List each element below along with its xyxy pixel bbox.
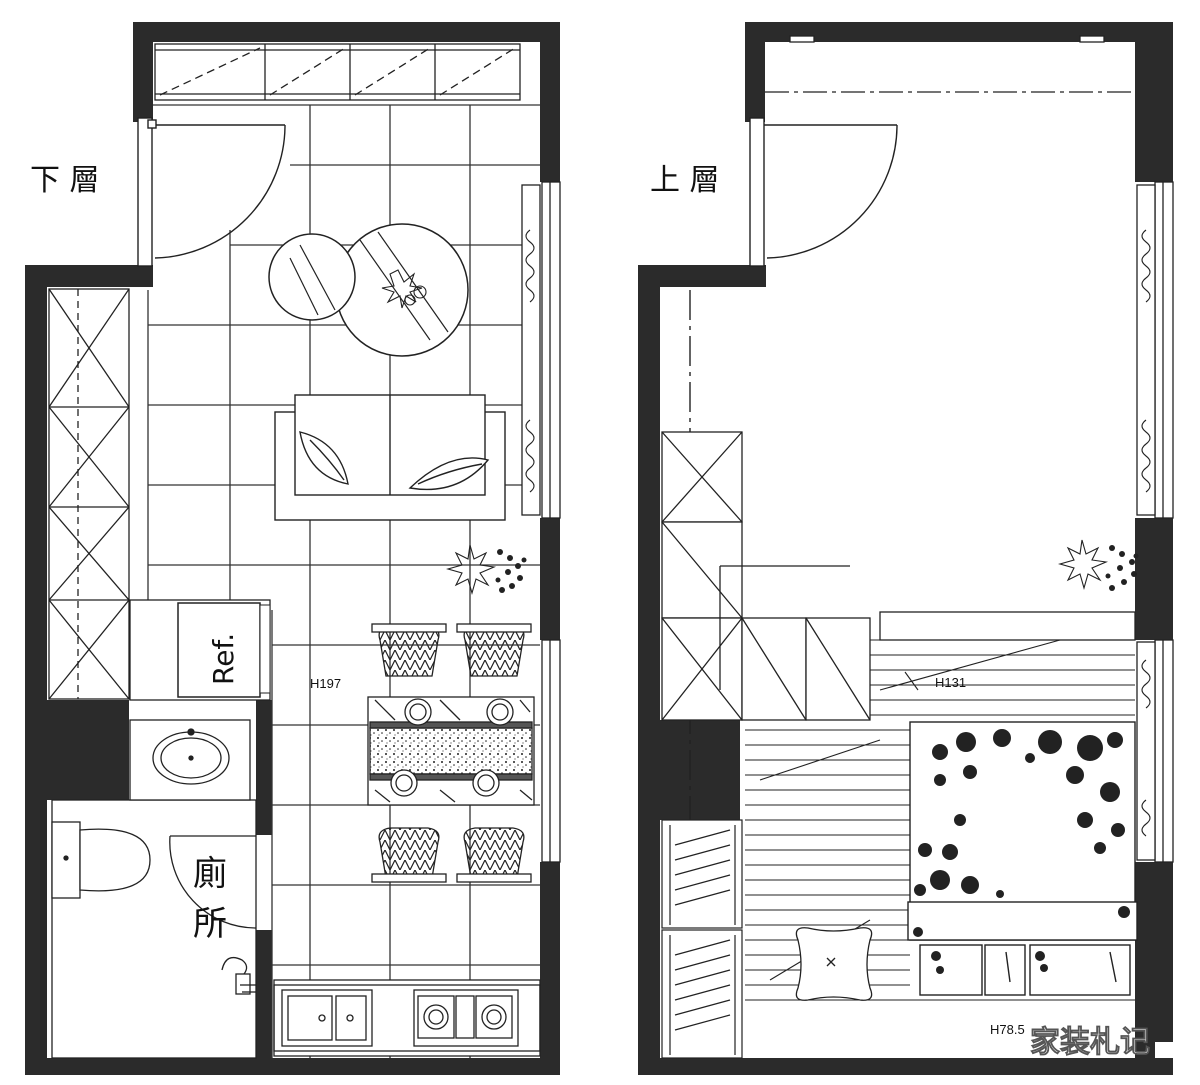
upper-top-opening [765,35,1135,93]
right-window-lower [521,181,561,863]
dining-table [367,696,535,806]
sink-icon [152,728,230,785]
lower-walls [25,22,560,1075]
kitchen-counter [273,979,541,1057]
lower-floor-title: 下 層 [30,163,100,198]
decor-plant-icon [445,544,527,596]
lower-height-label: H197 [310,676,341,691]
upper-height-label: H131 [935,675,966,690]
bathroom [51,719,257,1059]
upper-height-label-2: H78.5 [990,1022,1025,1037]
bookshelves [661,819,743,1059]
upper-walls [638,22,1173,1075]
fridge: Ref. [129,599,271,701]
kitchen-sink-icon [281,989,373,1047]
curtain-lower [525,229,535,493]
coffee-tables [268,223,469,357]
lower-floor-plan: Ref. [25,22,561,1075]
top-window-cabinets [154,43,521,101]
right-window-upper [1136,181,1174,863]
floor-cushion [795,927,873,1001]
upper-floor-plan: 上 層 H131 H78.5 [638,22,1174,1075]
entrance-door[interactable] [137,117,286,267]
loft-floorboards [745,611,1136,1001]
staircase [661,431,871,721]
bed [907,721,1138,996]
sofa [274,394,506,521]
toilet-label-2: 所 [193,904,227,944]
toilet-label-1: 廁 [193,854,227,894]
plant-icon [381,269,427,309]
toilet-icon [51,821,151,899]
curtain-upper [1141,229,1151,837]
upper-floor-title: 上 層 [650,163,720,198]
cushion-icon [299,431,349,485]
flower-pattern-icon [914,729,1125,898]
upper-decor-plant-icon [1057,539,1139,591]
fridge-label: Ref. [207,633,240,685]
stove-icon [413,989,519,1047]
shower-icon [221,956,256,995]
watermark: 家装札记 [1030,1025,1150,1060]
cushion-icon [408,457,490,491]
dining-chairs [371,623,532,883]
toilet-door [169,835,257,929]
wardrobe-lower [48,288,130,700]
